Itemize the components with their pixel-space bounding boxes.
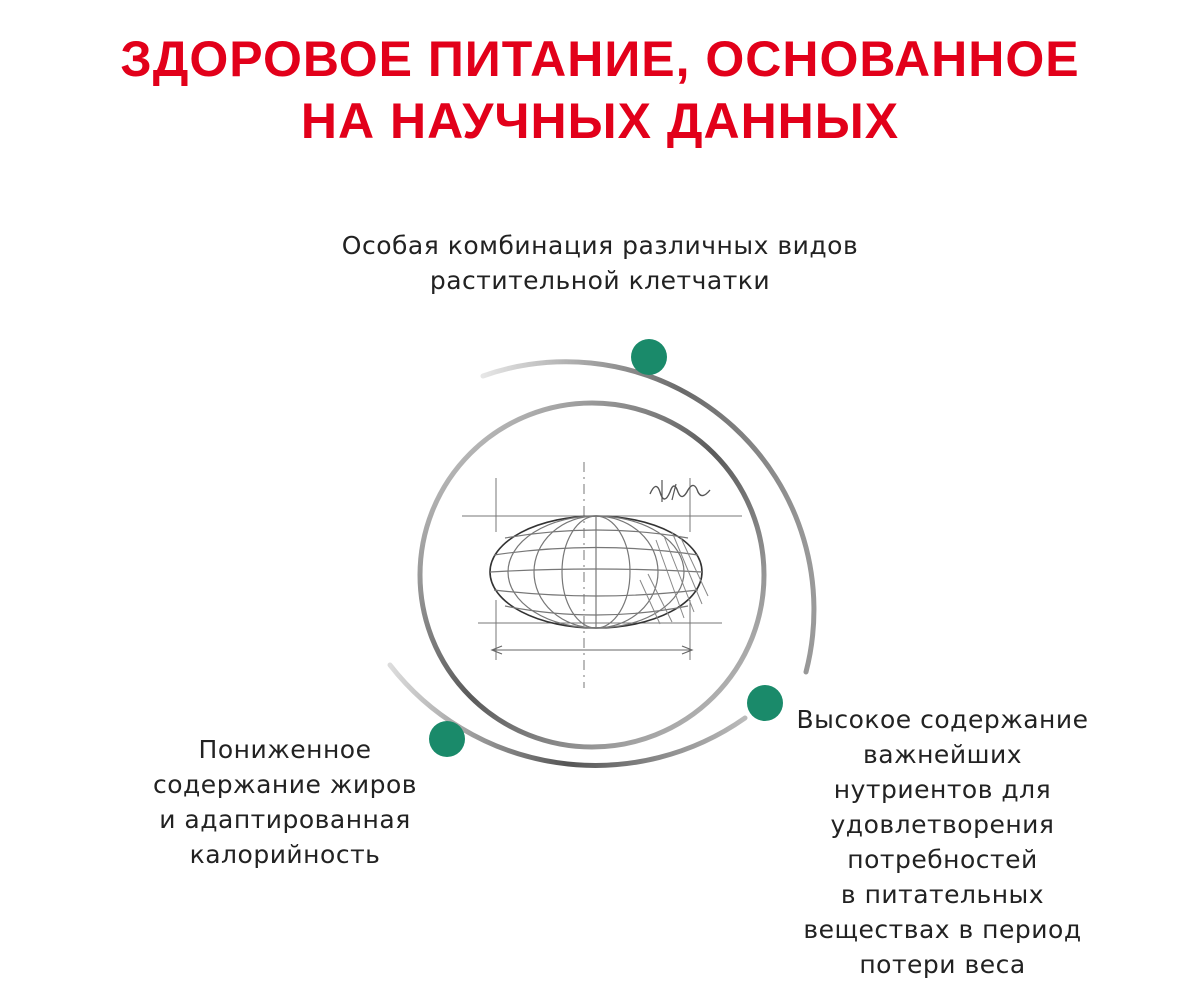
feature-fiber-line: Особая комбинация различных видов — [341, 231, 859, 260]
feature-nutrients-line: веществах в период — [803, 915, 1082, 944]
feature-nutrients-text: Высокое содержание важнейших нутриентов … — [780, 702, 1105, 982]
feature-nutrients-line: в питательных — [840, 880, 1045, 909]
low-fat-marker-dot — [429, 721, 465, 757]
inner-ring — [417, 400, 767, 750]
outer-arc-lower — [387, 662, 748, 768]
kibble-sketch-icon — [462, 462, 742, 688]
fiber-marker-dot — [631, 339, 667, 375]
page-title-line-2: НА НАУЧНЫХ ДАННЫХ — [300, 93, 900, 149]
feature-nutrients-line: потребностей — [847, 845, 1038, 874]
feature-nutrients-line: важнейших — [863, 740, 1022, 769]
feature-nutrients-line: Высокое содержание — [796, 705, 1089, 734]
feature-fiber-text: Особая комбинация различных видов растит… — [330, 228, 870, 298]
feature-nutrients-line: потери веса — [859, 950, 1026, 979]
feature-nutrients-line: нутриентов для — [833, 775, 1052, 804]
page-title: ЗДОРОВОЕ ПИТАНИЕ, ОСНОВАННОЕ НА НАУЧНЫХ … — [0, 28, 1200, 152]
feature-low-fat-line: и адаптированная — [159, 805, 411, 834]
outer-arc-upper — [480, 359, 817, 675]
feature-fiber-line: растительной клетчатки — [429, 266, 771, 295]
feature-low-fat-text: Пониженное содержание жиров и адаптирова… — [135, 732, 435, 872]
feature-low-fat-line: содержание жиров — [152, 770, 417, 799]
feature-low-fat-line: калорийность — [189, 840, 381, 869]
feature-low-fat-line: Пониженное — [198, 735, 372, 764]
page-title-line-1: ЗДОРОВОЕ ПИТАНИЕ, ОСНОВАННОЕ — [120, 31, 1080, 87]
feature-nutrients-line: удовлетворения — [830, 810, 1055, 839]
nutrients-marker-dot — [747, 685, 783, 721]
